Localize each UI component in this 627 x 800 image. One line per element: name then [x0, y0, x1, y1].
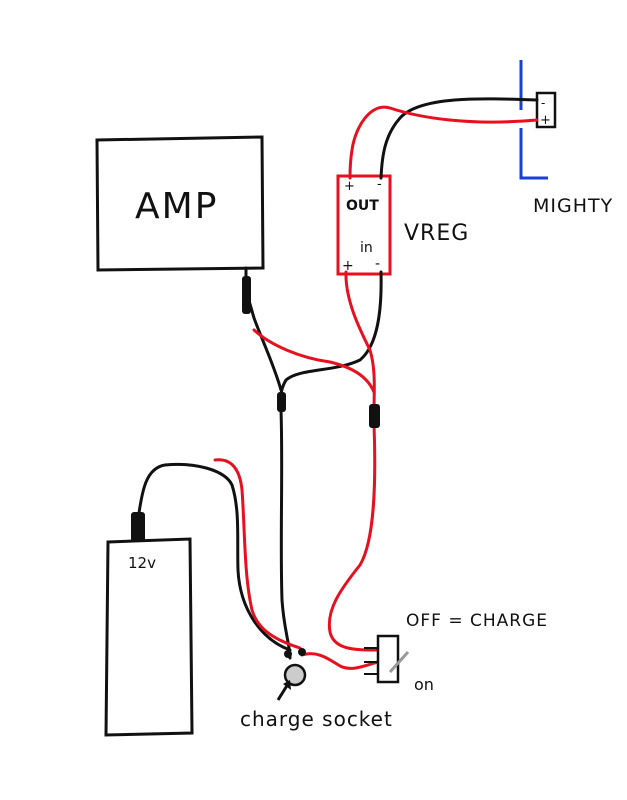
mighty-connector: - + MIGHTY: [519, 60, 613, 217]
vreg-in-minus: -: [375, 256, 380, 272]
vreg-out-plus: +: [344, 179, 355, 194]
mighty-label: MIGHTY: [533, 195, 613, 217]
battery-terminal: [131, 512, 145, 542]
toggle-switch: OFF = CHARGE on: [364, 611, 548, 694]
battery-label: 12v: [128, 554, 156, 572]
mighty-plus: +: [540, 113, 551, 128]
switch-lever-icon: [388, 650, 410, 674]
vreg-in-label: in: [360, 240, 373, 256]
amp-connector: [242, 276, 251, 314]
positive-wires: [213, 105, 539, 670]
positive-splice: [369, 404, 380, 428]
arrow-icon: [283, 680, 291, 690]
vreg-label: VREG: [404, 221, 469, 246]
mighty-minus: -: [541, 96, 545, 110]
charge-socket: charge socket: [240, 648, 393, 731]
wire-connectors: [131, 276, 380, 542]
vreg-out-label: OUT: [346, 198, 379, 214]
amp-box: AMP: [95, 135, 265, 272]
vreg-module: + - OUT in + - VREG: [336, 174, 469, 276]
amp-label: AMP: [135, 186, 218, 227]
battery-12v: 12v: [104, 537, 194, 737]
vreg-out-minus: -: [377, 177, 382, 192]
negative-splice: [277, 392, 286, 412]
switch-on-label: on: [414, 675, 434, 694]
switch-off-label: OFF = CHARGE: [406, 611, 548, 631]
vreg-in-plus: +: [342, 258, 354, 274]
charge-socket-label: charge socket: [240, 707, 393, 731]
